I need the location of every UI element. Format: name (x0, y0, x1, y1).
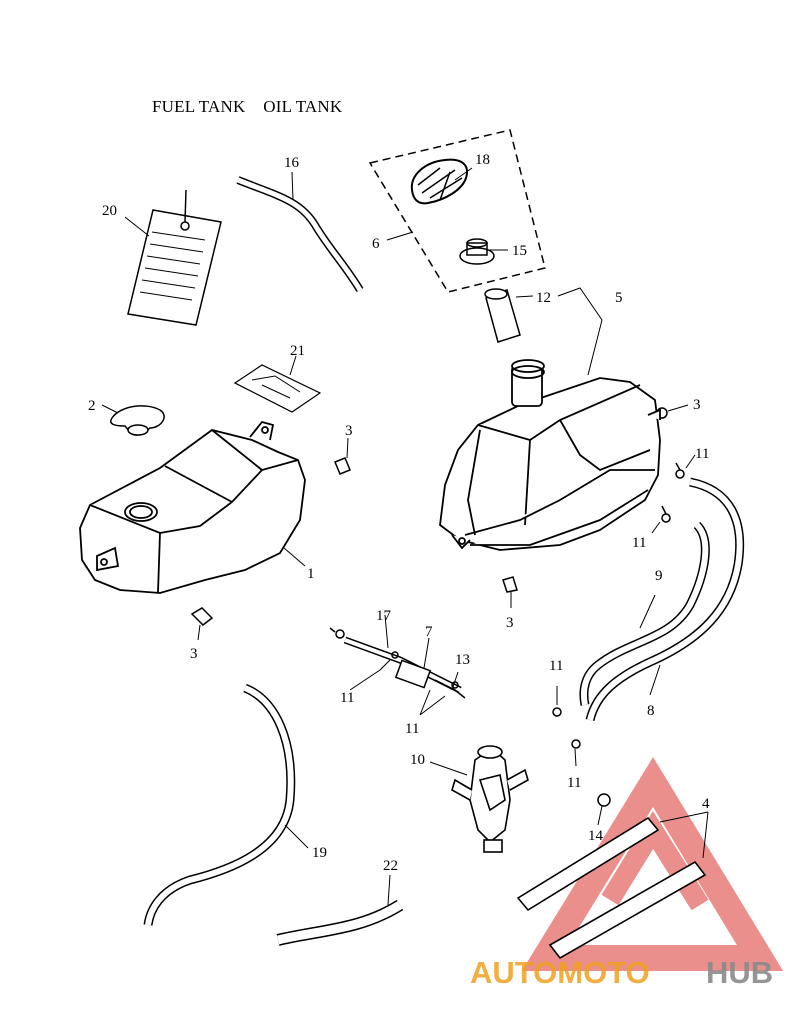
callout-4: 4 (702, 796, 710, 812)
callout-14: 14 (588, 828, 604, 844)
callout-10: 10 (410, 752, 425, 768)
hose-part-8 (585, 477, 745, 722)
diagram-title: FUEL TANK OIL TANK (152, 97, 343, 116)
screw-part-14 (597, 793, 611, 826)
hose-part-16 (236, 171, 364, 293)
callout-16: 16 (284, 155, 300, 171)
watermark-text: AUTOMOTO HUB (470, 955, 773, 990)
hose-part-9 (579, 521, 710, 706)
callout-11-f: 11 (567, 775, 581, 791)
clip-part-11-a (675, 454, 696, 479)
callout-18: 18 (475, 152, 490, 168)
hose-part-19 (143, 683, 309, 926)
callout-3-a: 3 (345, 423, 353, 439)
sticker-part (233, 355, 322, 413)
tag-part (124, 189, 222, 326)
clip-part-11-c (329, 627, 345, 639)
callout-8: 8 (647, 703, 655, 719)
callout-11-e: 11 (549, 658, 563, 674)
callout-2: 2 (88, 398, 96, 414)
hose-part-22 (276, 874, 404, 946)
clip-part-11-b (651, 505, 671, 534)
fuel-tank-part (79, 420, 306, 594)
callout-11-b: 11 (632, 535, 646, 551)
callout-5: 5 (615, 290, 623, 306)
clip-part-11-d (552, 686, 562, 717)
pad-part-4 (516, 811, 709, 960)
callout-21: 21 (290, 343, 305, 359)
screw-part-3-c (502, 576, 518, 608)
callout-19: 19 (312, 845, 327, 861)
callout-labels: 1 2 3 3 3 3 4 5 6 7 8 9 10 11 11 11 11 1… (88, 152, 710, 874)
fuel-valve-part (429, 745, 529, 853)
cap-assembly-box (368, 129, 546, 293)
callout-12: 12 (536, 290, 551, 306)
fuel-cap-part (101, 404, 165, 436)
clip-part-11-e (571, 739, 581, 767)
screw-part-3-b (190, 607, 214, 641)
callout-11-a: 11 (695, 446, 709, 462)
callout-3-c: 3 (506, 615, 514, 631)
callout-17: 17 (376, 608, 392, 624)
callout-6: 6 (372, 236, 380, 252)
fuel-filter-assembly (343, 614, 466, 716)
callout-15: 15 (512, 243, 527, 259)
callout-11-c: 11 (340, 690, 354, 706)
screw-part-3-a (334, 437, 351, 475)
callout-1: 1 (307, 566, 315, 582)
callout-20: 20 (102, 203, 117, 219)
filler-sleeve (484, 288, 534, 343)
watermark-text-secondary: HUB (706, 955, 773, 990)
watermark-text-primary: AUTOMOTO (470, 955, 650, 990)
callout-13: 13 (455, 652, 470, 668)
callout-11-d: 11 (405, 721, 419, 737)
callout-22: 22 (383, 858, 398, 874)
screw-part-3-d (656, 404, 689, 419)
callout-3-b: 3 (190, 646, 198, 662)
callout-9: 9 (655, 568, 663, 584)
callout-3-d: 3 (693, 397, 701, 413)
oil-tank-part (439, 359, 661, 551)
callout-7: 7 (425, 624, 433, 640)
